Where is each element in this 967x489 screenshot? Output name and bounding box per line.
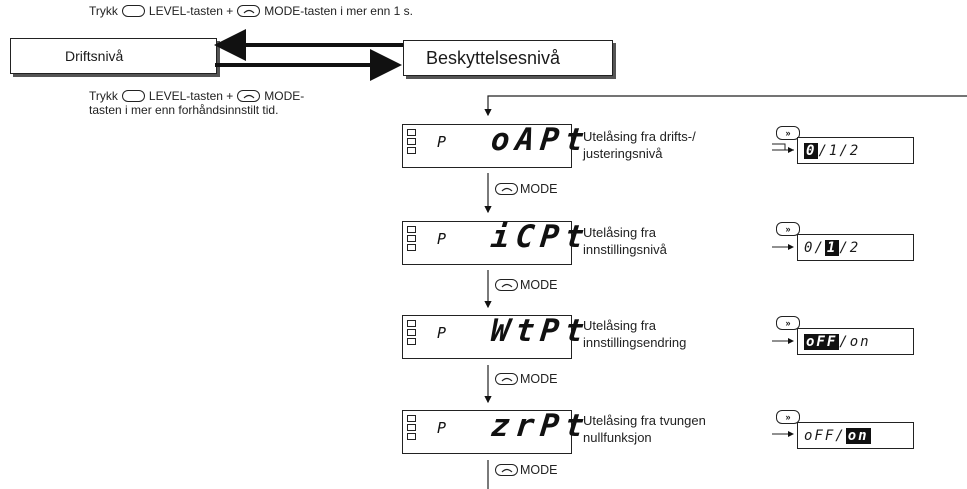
- operation-level-label: Driftsnivå: [65, 48, 124, 64]
- indicator-lamp: [407, 415, 416, 422]
- lcd-p-label: P: [437, 324, 447, 342]
- bottom-instruction: Trykk LEVEL-tasten + MODE- tasten i mer …: [89, 89, 304, 117]
- lcd-p-label: P: [437, 419, 447, 437]
- mode-key-icon: [495, 279, 518, 291]
- option: 2: [849, 142, 861, 159]
- lcd-code: WtPt: [489, 313, 592, 349]
- operation-level-box: Driftsnivå: [10, 38, 217, 74]
- separator: /: [835, 427, 846, 444]
- desc-line2: nullfunksjon: [583, 430, 652, 445]
- bottom-instruction-line2: tasten i mer enn forhåndsinnstilt tid.: [89, 103, 279, 117]
- indicator-lamp: [407, 129, 416, 136]
- mode-key-label: MODE: [495, 463, 558, 477]
- lcd-display-oapt: P oAPt: [402, 122, 592, 168]
- option: on: [849, 333, 871, 350]
- mode-key-label: MODE: [495, 278, 558, 292]
- indicator-lamp: [407, 138, 416, 145]
- option: 1: [824, 239, 840, 256]
- top-instruction-pre: Trykk: [89, 4, 118, 18]
- option: 0: [804, 239, 815, 256]
- indicator-lamp: [407, 329, 416, 336]
- protect-level-label: Beskyttelsesnivå: [426, 47, 561, 68]
- level-key-icon-2: [121, 90, 145, 102]
- lcd-display-zrpt: P zrPt: [402, 408, 592, 454]
- up-key-icon: »: [776, 316, 800, 330]
- param-description: Utelåsing fra innstillingsendring: [583, 317, 686, 351]
- separator: /: [839, 239, 850, 256]
- desc-line2: justeringsnivå: [583, 146, 663, 161]
- option-selector: 0 / 1 / 2: [797, 234, 914, 261]
- protect-level-box: Beskyttelsesnivå: [403, 40, 613, 76]
- lcd-code: zrPt: [489, 408, 592, 444]
- desc-line2: innstillingsnivå: [583, 242, 667, 257]
- option: 2: [849, 239, 861, 256]
- top-instruction-mid: LEVEL-tasten +: [148, 4, 234, 18]
- desc-line2: innstillingsendring: [583, 335, 687, 350]
- lcd-display-icpt: P iCPt: [402, 219, 592, 265]
- option: on: [845, 427, 871, 444]
- mode-key-icon: [495, 464, 518, 476]
- option: 0: [804, 142, 819, 159]
- mode-key-icon: [495, 183, 518, 195]
- indicator-lamp: [407, 235, 416, 242]
- indicator-lamp: [407, 147, 416, 154]
- up-key-icon: »: [776, 410, 800, 424]
- mode-key-icon: [495, 373, 518, 385]
- separator: /: [839, 142, 850, 159]
- separator: /: [814, 239, 825, 256]
- lcd-display-wtpt: P WtPt: [402, 313, 592, 359]
- indicator-lamp: [407, 338, 416, 345]
- option-selector: oFF / on: [797, 328, 914, 355]
- separator: /: [818, 142, 829, 159]
- mode-key-label: MODE: [495, 182, 558, 196]
- param-description: Utelåsing fra innstillingsnivå: [583, 224, 667, 258]
- indicator-lamp: [407, 320, 416, 327]
- bottom-instruction-mid: LEVEL-tasten +: [148, 89, 234, 103]
- mode-key-icon-2: [237, 90, 261, 102]
- desc-line1: Utelåsing fra tvungen: [583, 413, 706, 428]
- desc-line1: Utelåsing fra: [583, 225, 656, 240]
- indicator-lamp: [407, 433, 416, 440]
- up-key-icon: »: [776, 126, 800, 140]
- lcd-p-label: P: [437, 230, 447, 248]
- option: oFF: [804, 333, 840, 350]
- desc-line1: Utelåsing fra drifts-/: [583, 129, 696, 144]
- indicator-lamp: [407, 226, 416, 233]
- bottom-instruction-pre: Trykk: [89, 89, 118, 103]
- indicator-lamp: [407, 424, 416, 431]
- mode-key-icon: [237, 5, 261, 17]
- lcd-code: oAPt: [489, 122, 592, 158]
- option-selector: oFF / on: [797, 422, 914, 449]
- desc-line1: Utelåsing fra: [583, 318, 656, 333]
- param-description: Utelåsing fra tvungen nullfunksjon: [583, 412, 706, 446]
- option: oFF: [804, 427, 836, 444]
- option-selector: 0 / 1 / 2: [797, 137, 914, 164]
- top-instruction-post: MODE-tasten i mer enn 1 s.: [264, 4, 413, 18]
- option: 1: [828, 142, 840, 159]
- level-key-icon: [121, 5, 145, 17]
- mode-key-label: MODE: [495, 372, 558, 386]
- param-description: Utelåsing fra drifts-/ justeringsnivå: [583, 128, 696, 162]
- lcd-code: iCPt: [489, 219, 592, 255]
- up-key-icon: »: [776, 222, 800, 236]
- top-instruction: Trykk LEVEL-tasten + MODE-tasten i mer e…: [89, 4, 413, 18]
- separator: /: [839, 333, 850, 350]
- lcd-p-label: P: [437, 133, 447, 151]
- indicator-lamp: [407, 244, 416, 251]
- bottom-instruction-post: MODE-: [264, 89, 305, 103]
